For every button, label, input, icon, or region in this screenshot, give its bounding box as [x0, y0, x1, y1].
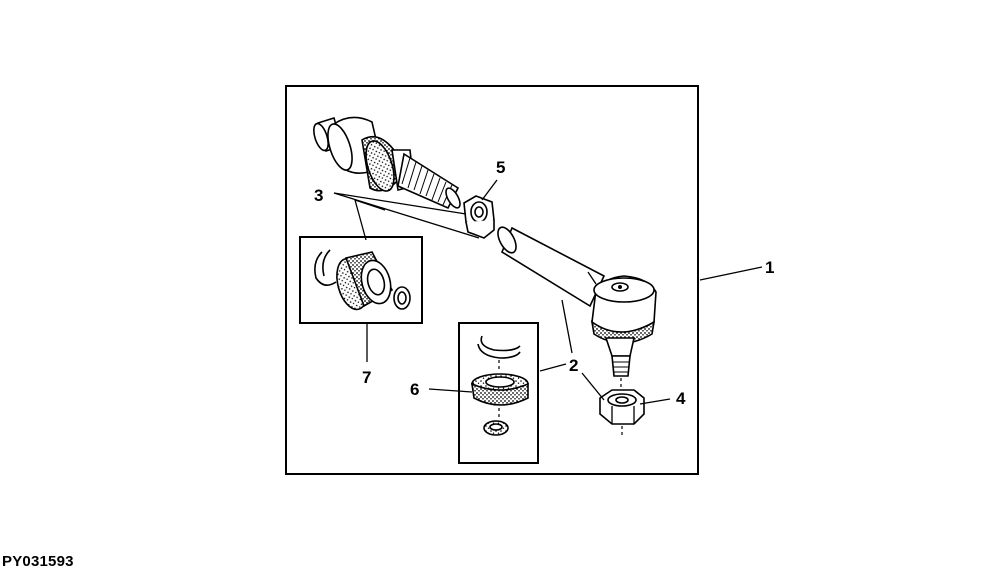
inset-7-parts — [314, 249, 411, 311]
callout-6: 6 — [410, 380, 419, 399]
inner-tie-rod — [313, 116, 461, 210]
lock-nut — [599, 389, 645, 438]
callout-2: 2 — [569, 356, 578, 375]
main-frame — [285, 85, 699, 475]
callout-3: 3 — [314, 186, 323, 205]
jam-nut — [463, 195, 495, 239]
callout-7: 7 — [362, 368, 371, 387]
figure-id: PY031593 — [2, 553, 74, 570]
inset-6-parts — [471, 335, 529, 436]
callout-4: 4 — [676, 389, 686, 408]
leader-lines — [333, 179, 763, 405]
callout-5: 5 — [496, 158, 505, 177]
callout-1: 1 — [765, 258, 774, 277]
outer-tie-rod-end — [497, 226, 657, 392]
